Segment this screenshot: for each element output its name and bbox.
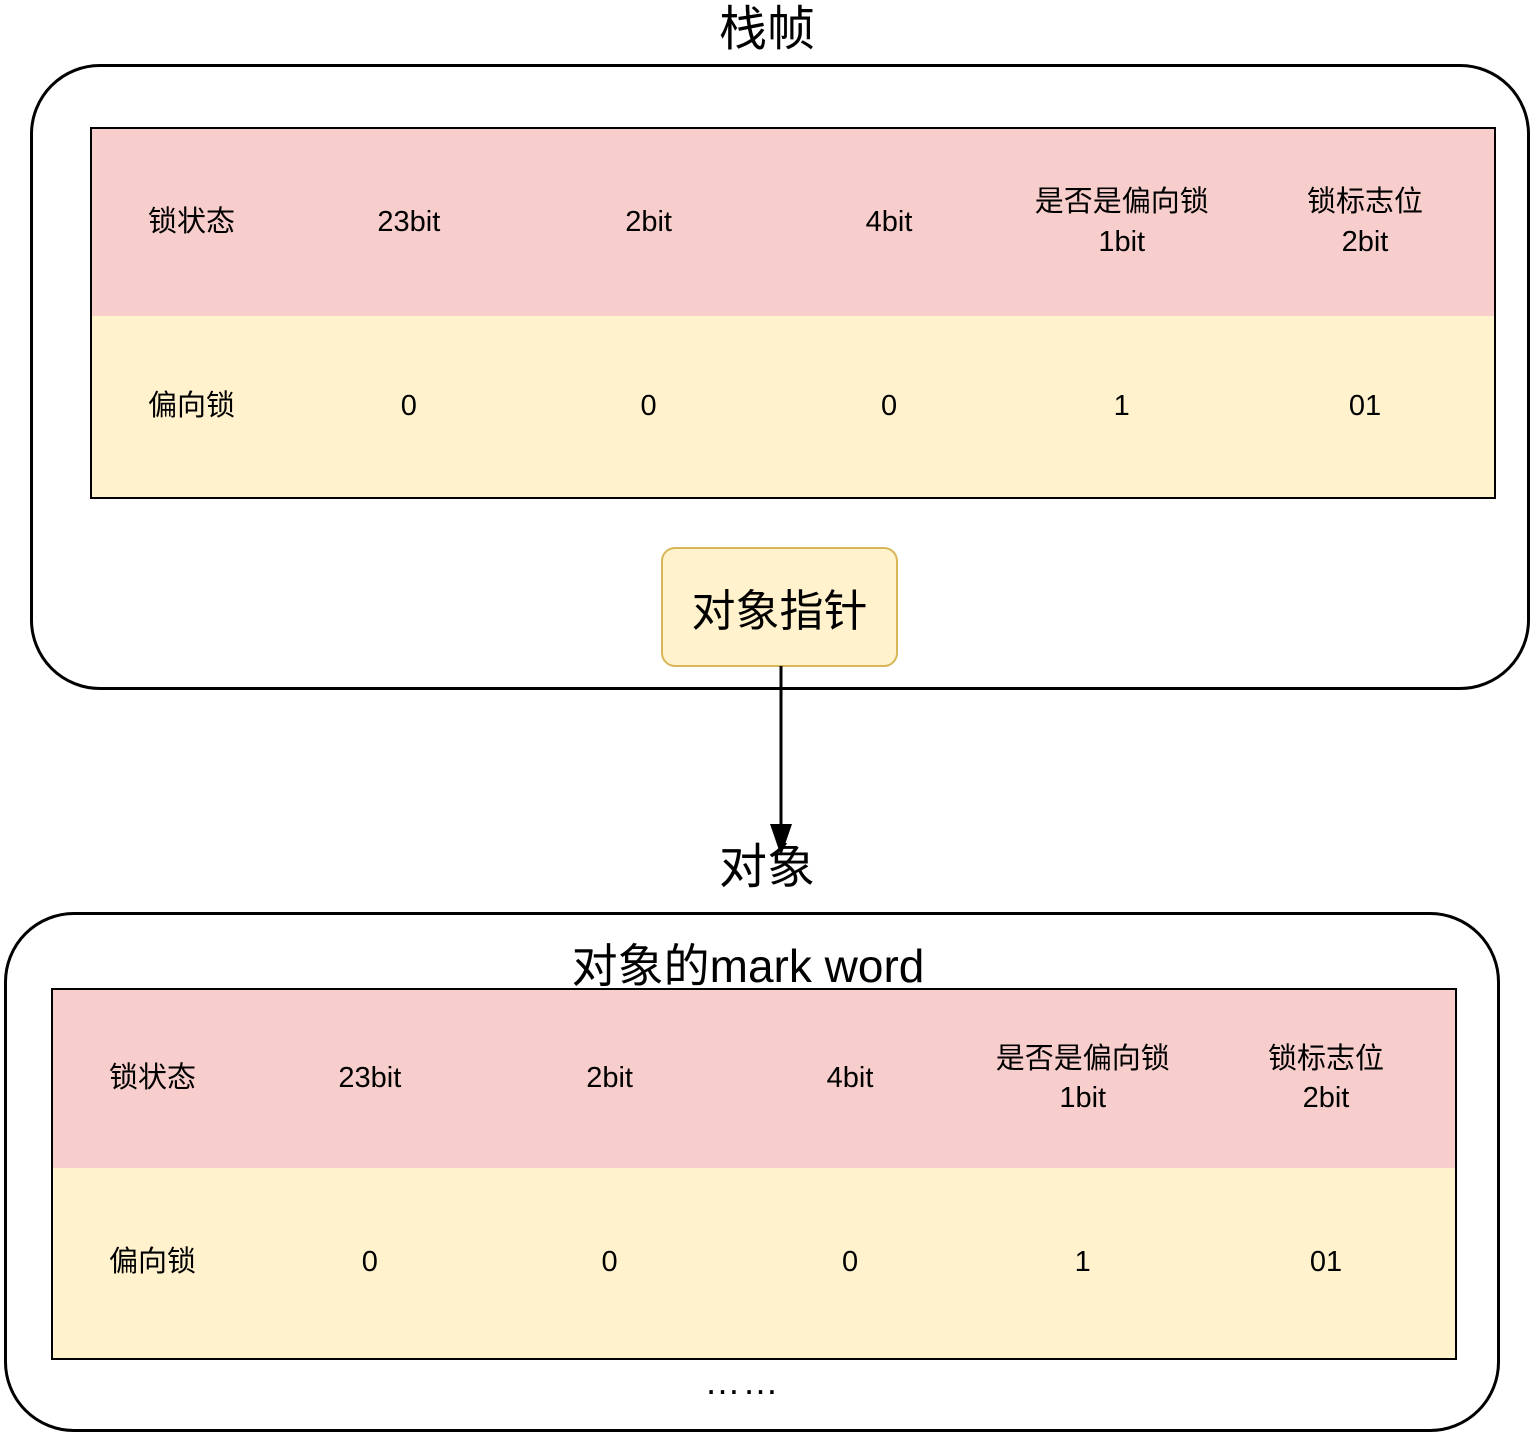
header-cell-lock-state: 锁状态 bbox=[53, 990, 252, 1168]
cell-value: 1 bbox=[1113, 389, 1130, 422]
ellipsis-text: …… bbox=[704, 1361, 781, 1402]
object-pointer-label: 对象指针 bbox=[691, 587, 868, 636]
header-cell-lock-flag: 锁标志位 2bit bbox=[1197, 990, 1455, 1168]
header-label: 4bit bbox=[826, 1062, 874, 1095]
header-label: 23bit bbox=[377, 205, 441, 238]
stack-frame-mark-word-table: 锁状态 23bit 2bit 4bit 是否是偏向锁 1bit 锁标志位 2bi… bbox=[90, 127, 1496, 499]
cell-value: 0 bbox=[841, 1246, 859, 1279]
header-cell-4bit: 4bit bbox=[771, 129, 1008, 316]
table-header-row: 锁状态 23bit 2bit 4bit 是否是偏向锁 1bit 锁标志位 2bi… bbox=[92, 129, 1494, 316]
object-mark-word-table: 锁状态 23bit 2bit 4bit 是否是偏向锁 1bit 锁标志位 2bi… bbox=[51, 988, 1457, 1360]
header-sublabel: 2bit bbox=[1302, 1082, 1350, 1114]
data-cell-2bit: 0 bbox=[488, 1168, 732, 1358]
data-cell-is-biased: 1 bbox=[1007, 316, 1236, 497]
header-label: 锁标志位 bbox=[1306, 186, 1423, 219]
data-cell-lock-state: 偏向锁 bbox=[53, 1168, 252, 1358]
cell-value: 01 bbox=[1309, 1246, 1343, 1279]
stack-frame-title: 栈帧 bbox=[718, 3, 815, 56]
header-label: 23bit bbox=[338, 1062, 402, 1095]
data-cell-lock-flag: 01 bbox=[1236, 316, 1494, 497]
object-label: 对象 bbox=[718, 841, 815, 894]
data-cell-4bit: 0 bbox=[732, 1168, 969, 1358]
pointer-to-object-arrow bbox=[770, 666, 792, 856]
header-cell-23bit: 23bit bbox=[252, 990, 488, 1168]
cell-value: 0 bbox=[361, 1246, 378, 1279]
header-sublabel: 1bit bbox=[1098, 225, 1146, 258]
data-cell-2bit: 0 bbox=[527, 316, 771, 497]
header-label: 2bit bbox=[586, 1062, 633, 1095]
header-cell-2bit: 2bit bbox=[527, 129, 771, 316]
header-label: 是否是偏向锁 bbox=[1034, 186, 1209, 219]
header-label: 4bit bbox=[865, 205, 913, 238]
header-label: 锁状态 bbox=[148, 205, 236, 238]
header-label: 2bit bbox=[625, 205, 672, 238]
cell-value: 偏向锁 bbox=[109, 1246, 197, 1279]
table-data-row: 偏向锁 0 0 0 1 01 bbox=[53, 1168, 1455, 1358]
header-label: 锁状态 bbox=[109, 1062, 197, 1095]
table-data-row: 偏向锁 0 0 0 1 01 bbox=[92, 316, 1494, 497]
header-label: 是否是偏向锁 bbox=[995, 1042, 1170, 1075]
header-cell-23bit: 23bit bbox=[291, 129, 527, 316]
table-header-row: 锁状态 23bit 2bit 4bit 是否是偏向锁 1bit 锁标志位 2bi… bbox=[53, 990, 1455, 1168]
cell-value: 0 bbox=[601, 1246, 618, 1279]
cell-value: 0 bbox=[400, 389, 417, 422]
mark-word-title: 对象的mark word bbox=[571, 940, 925, 992]
object-pointer-box: 对象指针 bbox=[661, 547, 898, 667]
cell-value: 0 bbox=[640, 389, 657, 422]
data-cell-lock-state: 偏向锁 bbox=[92, 316, 291, 497]
data-cell-4bit: 0 bbox=[771, 316, 1008, 497]
header-cell-is-biased: 是否是偏向锁 1bit bbox=[1007, 129, 1236, 316]
cell-value: 0 bbox=[880, 389, 898, 422]
header-cell-lock-state: 锁状态 bbox=[92, 129, 291, 316]
data-cell-lock-flag: 01 bbox=[1197, 1168, 1455, 1358]
data-cell-23bit: 0 bbox=[291, 316, 527, 497]
header-label: 锁标志位 bbox=[1267, 1042, 1384, 1075]
cell-value: 偏向锁 bbox=[148, 389, 236, 422]
cell-value: 01 bbox=[1348, 389, 1382, 422]
cell-value: 1 bbox=[1074, 1246, 1091, 1279]
data-cell-is-biased: 1 bbox=[968, 1168, 1197, 1358]
header-cell-2bit: 2bit bbox=[488, 990, 732, 1168]
header-cell-4bit: 4bit bbox=[732, 990, 969, 1168]
header-cell-lock-flag: 锁标志位 2bit bbox=[1236, 129, 1494, 316]
header-sublabel: 1bit bbox=[1059, 1082, 1107, 1114]
header-cell-is-biased: 是否是偏向锁 1bit bbox=[968, 990, 1197, 1168]
data-cell-23bit: 0 bbox=[252, 1168, 488, 1358]
header-sublabel: 2bit bbox=[1341, 225, 1389, 258]
